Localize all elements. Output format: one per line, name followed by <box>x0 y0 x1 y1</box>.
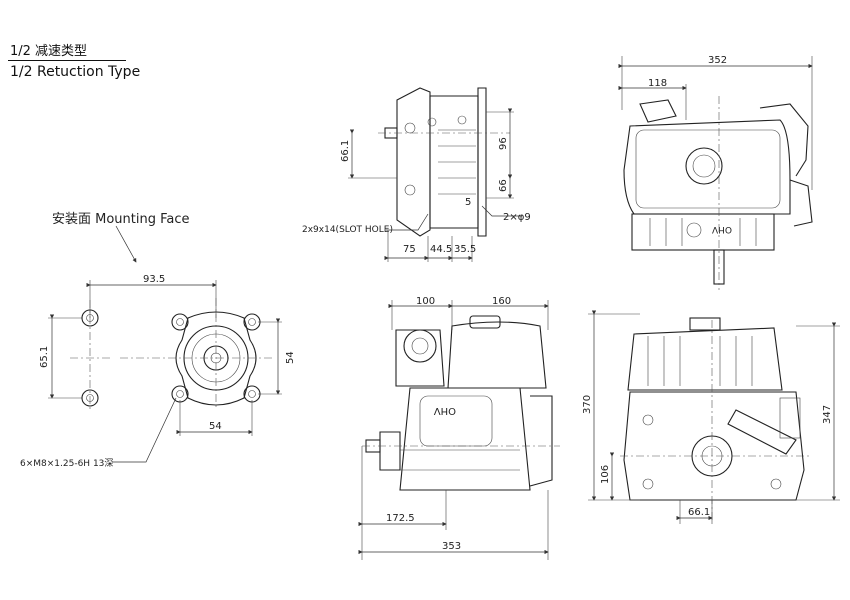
dim-96: 96 <box>498 137 509 150</box>
ohv-badge-top: OHV <box>711 224 732 234</box>
top-view: 352 118 OHV <box>618 55 813 290</box>
title-chinese: 1/2 减速类型 <box>10 44 88 59</box>
title-english: 1/2 Retuction Type <box>10 64 141 80</box>
dim-353: 353 <box>442 541 461 552</box>
dim-66-1-rear: 66.1 <box>688 507 710 518</box>
flange-outline <box>175 311 257 406</box>
fuel-tank-top <box>623 119 791 215</box>
slot-hole-note: 2x9x14(SLOT HOLE) <box>302 225 393 235</box>
thread-leader <box>112 397 177 463</box>
dim-93-5: 93.5 <box>143 274 165 285</box>
mounting-face-view: 安装面 Mounting Face 93.5 65.1 54 <box>20 212 296 469</box>
front-view: 100 160 OHV 172.5 353 <box>358 296 560 560</box>
crankcase-front <box>399 387 531 491</box>
dim-100: 100 <box>416 296 435 307</box>
dim-54-horizontal: 54 <box>209 421 222 432</box>
dim-35-5: 35.5 <box>454 244 476 255</box>
cylinder-head-rear <box>627 327 783 391</box>
dim-44-5: 44.5 <box>430 244 452 255</box>
title-underline <box>8 60 126 61</box>
dim-352: 352 <box>708 55 727 66</box>
mounting-face-label: 安装面 Mounting Face <box>52 212 190 227</box>
rear-view: 370 347 106 66.1 <box>582 310 840 524</box>
side-view: 66.1 96 66 5 2x9x14(SLOT HOLE) 2×φ9 75 4… <box>302 87 531 262</box>
dim-65-1: 65.1 <box>39 346 50 368</box>
dim-66: 66 <box>498 179 509 192</box>
cooling-fins <box>631 213 775 251</box>
fuel-tank-front <box>447 321 547 389</box>
hole-note: 2×φ9 <box>503 212 531 223</box>
dim-160: 160 <box>492 296 511 307</box>
dim-370: 370 <box>582 395 593 414</box>
dim-75: 75 <box>403 244 416 255</box>
thread-note: 6×M8×1.25-6H 13深 <box>20 458 113 469</box>
dim-118: 118 <box>648 78 667 89</box>
dim-5: 5 <box>465 197 471 208</box>
ohv-badge-front: OHV <box>434 405 456 416</box>
dim-54-vertical: 54 <box>285 351 296 364</box>
mounting-face-leader <box>115 225 137 263</box>
dim-347: 347 <box>822 405 833 424</box>
dim-106: 106 <box>600 465 611 484</box>
dim-172-5: 172.5 <box>386 513 415 524</box>
dim-66-1-side: 66.1 <box>340 140 351 162</box>
